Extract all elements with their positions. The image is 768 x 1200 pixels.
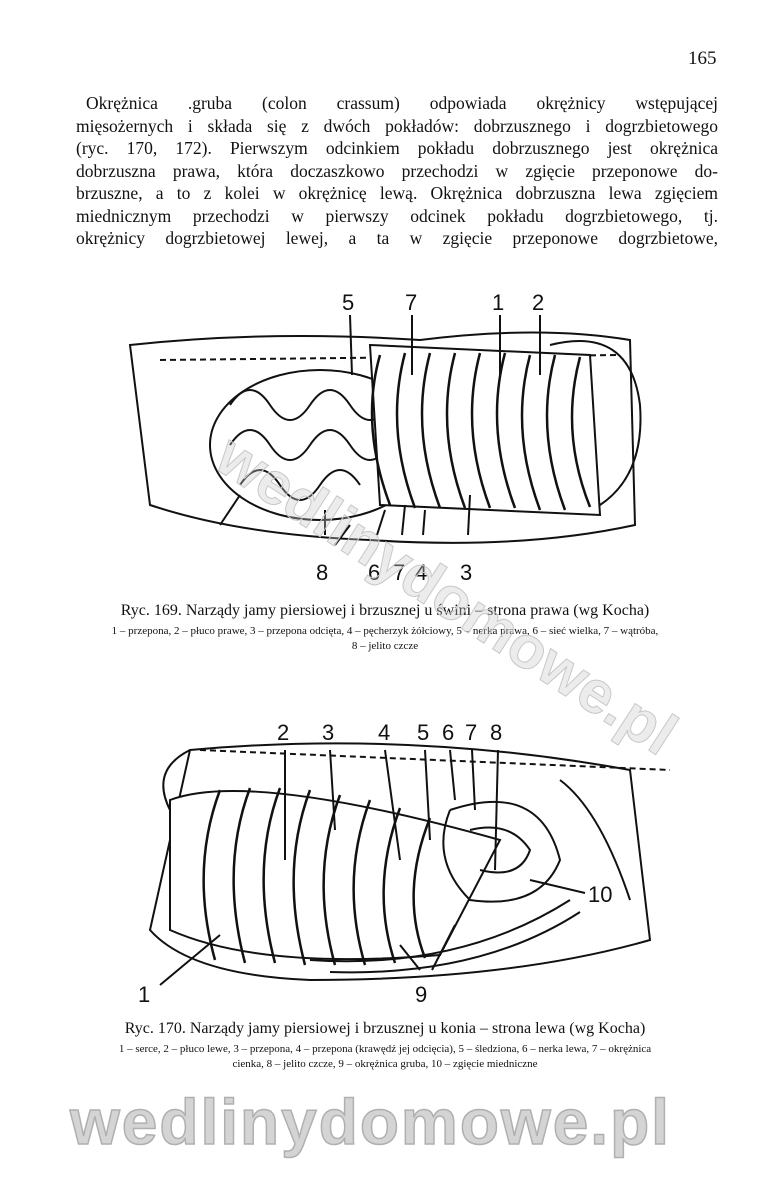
label-1: 1 — [138, 982, 150, 1007]
figure-170-caption: Ryc. 170. Narządy jamy piersiowej i brzu… — [124, 1020, 646, 1037]
paragraph-line: miednicznym przechodzi w pierwszy odcine… — [76, 205, 718, 226]
paragraph-line: Okrężnica .gruba (colon crassum) odpowia… — [86, 93, 718, 113]
label-6: 6 — [368, 560, 380, 585]
label-4: 4 — [378, 720, 390, 745]
label-8: 8 — [316, 560, 328, 585]
paragraph-line: dobrzuszna prawa, która doczaszkowo prze… — [76, 160, 718, 181]
figure-169-pig-anatomy: 5 7 1 2 8 6 7 4 3 — [128, 290, 642, 585]
bottom-watermark: wedlinydomowe.pl — [69, 1085, 671, 1159]
label-10: 10 — [588, 882, 612, 907]
figure-170-legend-cont: cienka, 8 – jelito czcze, 9 – okrężnica … — [232, 1058, 538, 1070]
paragraph-line: brzuszne, a to z kolei w okrężnicę lewą.… — [76, 183, 718, 203]
paragraph-line: mięsożernych i składa się z dwóch pokład… — [76, 115, 718, 136]
figure-169-caption: Ryc. 169. Narządy jamy piersiowej i brzu… — [120, 602, 650, 619]
label-7-bottom: 7 — [393, 560, 405, 585]
figure-170-caption-block: Ryc. 170. Narządy jamy piersiowej i brzu… — [40, 1020, 730, 1072]
label-7: 7 — [405, 290, 417, 315]
label-2: 2 — [532, 290, 544, 315]
label-2: 2 — [277, 720, 289, 745]
body-paragraph: Okrężnica .gruba (colon crassum) odpowia… — [76, 92, 718, 250]
label-3: 3 — [322, 720, 334, 745]
label-6: 6 — [442, 720, 454, 745]
paragraph-line: okrężnicy dogrzbietowej lewej, a ta w zg… — [76, 228, 718, 248]
page-number: 165 — [688, 48, 717, 69]
label-5: 5 — [417, 720, 429, 745]
label-5: 5 — [342, 290, 354, 315]
paragraph-line: (ryc. 170, 172). Pierwszym odcinkiem pok… — [76, 138, 718, 158]
label-1: 1 — [492, 290, 504, 315]
figure-170-horse-anatomy: 2 3 4 5 6 7 8 10 1 9 — [138, 720, 670, 1007]
figure-169-caption-block: Ryc. 169. Narządy jamy piersiowej i brzu… — [40, 602, 730, 654]
label-8: 8 — [490, 720, 502, 745]
label-3: 3 — [460, 560, 472, 585]
label-4: 4 — [415, 560, 427, 585]
label-9: 9 — [415, 982, 427, 1007]
figure-169-legend-cont: 8 – jelito czcze — [351, 640, 419, 652]
figure-169-legend: 1 – przepona, 2 – płuco prawe, 3 – przep… — [111, 625, 659, 637]
label-7: 7 — [465, 720, 477, 745]
figure-170-legend: 1 – serce, 2 – płuco lewe, 3 – przepona,… — [118, 1043, 652, 1055]
